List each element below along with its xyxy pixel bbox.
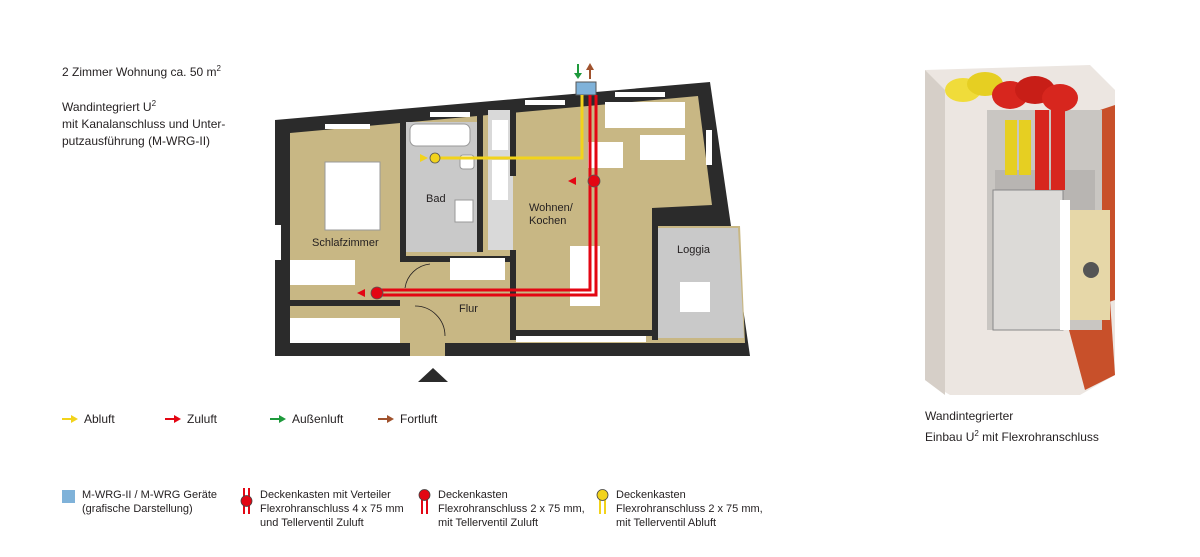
bed <box>324 161 381 231</box>
entrance-marker <box>418 368 448 382</box>
device-square-icon <box>62 490 75 503</box>
room-label-bad: Bad <box>426 193 446 205</box>
legend-abluft: Abluft <box>62 412 115 426</box>
zuluft-duct <box>375 95 592 292</box>
room-label-schlaf: Schlafzimmer <box>312 237 379 249</box>
fortluft-arrow-icon <box>378 415 394 423</box>
legend-zuluft: Zuluft <box>165 412 217 426</box>
room-label-flur: Flur <box>459 303 478 315</box>
ceiling-box-2-abluft-icon <box>596 489 609 514</box>
legend-aussenluft: Außenluft <box>270 412 343 426</box>
room-label-loggia: Loggia <box>677 244 711 256</box>
ceiling-box-2-zuluft-icon <box>418 489 431 514</box>
aussenluft-arrow-icon <box>270 415 286 423</box>
page-subtitle: Wandintegriert U2 mit Kanalanschluss und… <box>62 99 226 148</box>
wall-installation-illustration <box>925 65 1115 395</box>
key-device: M-WRG-II / M-WRG Geräte(grafische Darste… <box>62 488 217 516</box>
room-label-kochen: Kochen <box>529 215 566 227</box>
legend-fortluft: Fortluft <box>378 412 437 426</box>
zuluft-arrow-icon <box>165 415 181 423</box>
floor-plan: Bad Wohnen/ Kochen Schlafzimmer Flur Log… <box>275 63 750 382</box>
page-title: 2 Zimmer Wohnung ca. 50 m2 <box>62 64 221 79</box>
abluft-duct <box>435 95 584 160</box>
illustration-caption: Wandintegrierter Einbau U2 mit Flexrohra… <box>925 409 1099 444</box>
abluft-arrow-icon <box>62 415 78 423</box>
ceiling-box-4-icon <box>240 488 253 514</box>
room-label-wohnen: Wohnen/ <box>529 202 574 214</box>
wrg-device-marker <box>575 81 597 96</box>
